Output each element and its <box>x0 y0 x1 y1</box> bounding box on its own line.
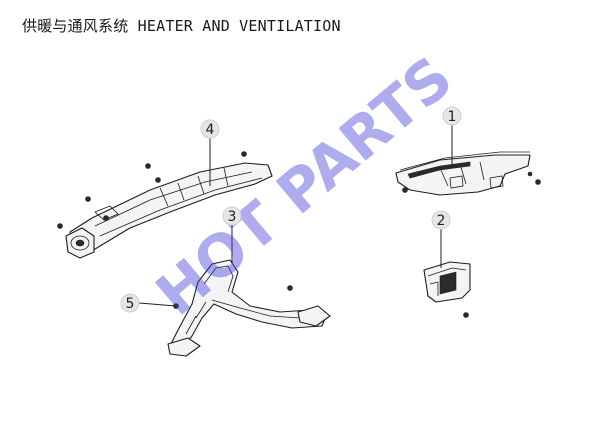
title-chinese: 供暖与通风系统 <box>22 17 129 35</box>
callout-2-label: 2 <box>437 213 446 229</box>
callout-2: 2 <box>431 210 451 230</box>
callout-4-label: 4 <box>206 122 215 138</box>
part-1-vent-panel[interactable] <box>395 151 541 196</box>
title-english: HEATER AND VENTILATION <box>137 17 341 35</box>
part-3-floor-duct[interactable] <box>167 259 331 357</box>
callout-4: 4 <box>200 119 220 139</box>
callout-1: 1 <box>442 106 462 126</box>
leader-lines <box>138 125 453 307</box>
part-2-outlet[interactable] <box>423 261 471 318</box>
page-title: 供暖与通风系统 HEATER AND VENTILATION <box>22 15 341 36</box>
leader-5 <box>138 302 177 307</box>
callout-5: 5 <box>120 293 140 313</box>
callout-1-label: 1 <box>448 109 457 125</box>
callout-3: 3 <box>222 206 242 226</box>
callout-5-label: 5 <box>126 296 135 312</box>
callout-3-label: 3 <box>228 209 237 225</box>
part-4-duct[interactable] <box>57 151 273 259</box>
